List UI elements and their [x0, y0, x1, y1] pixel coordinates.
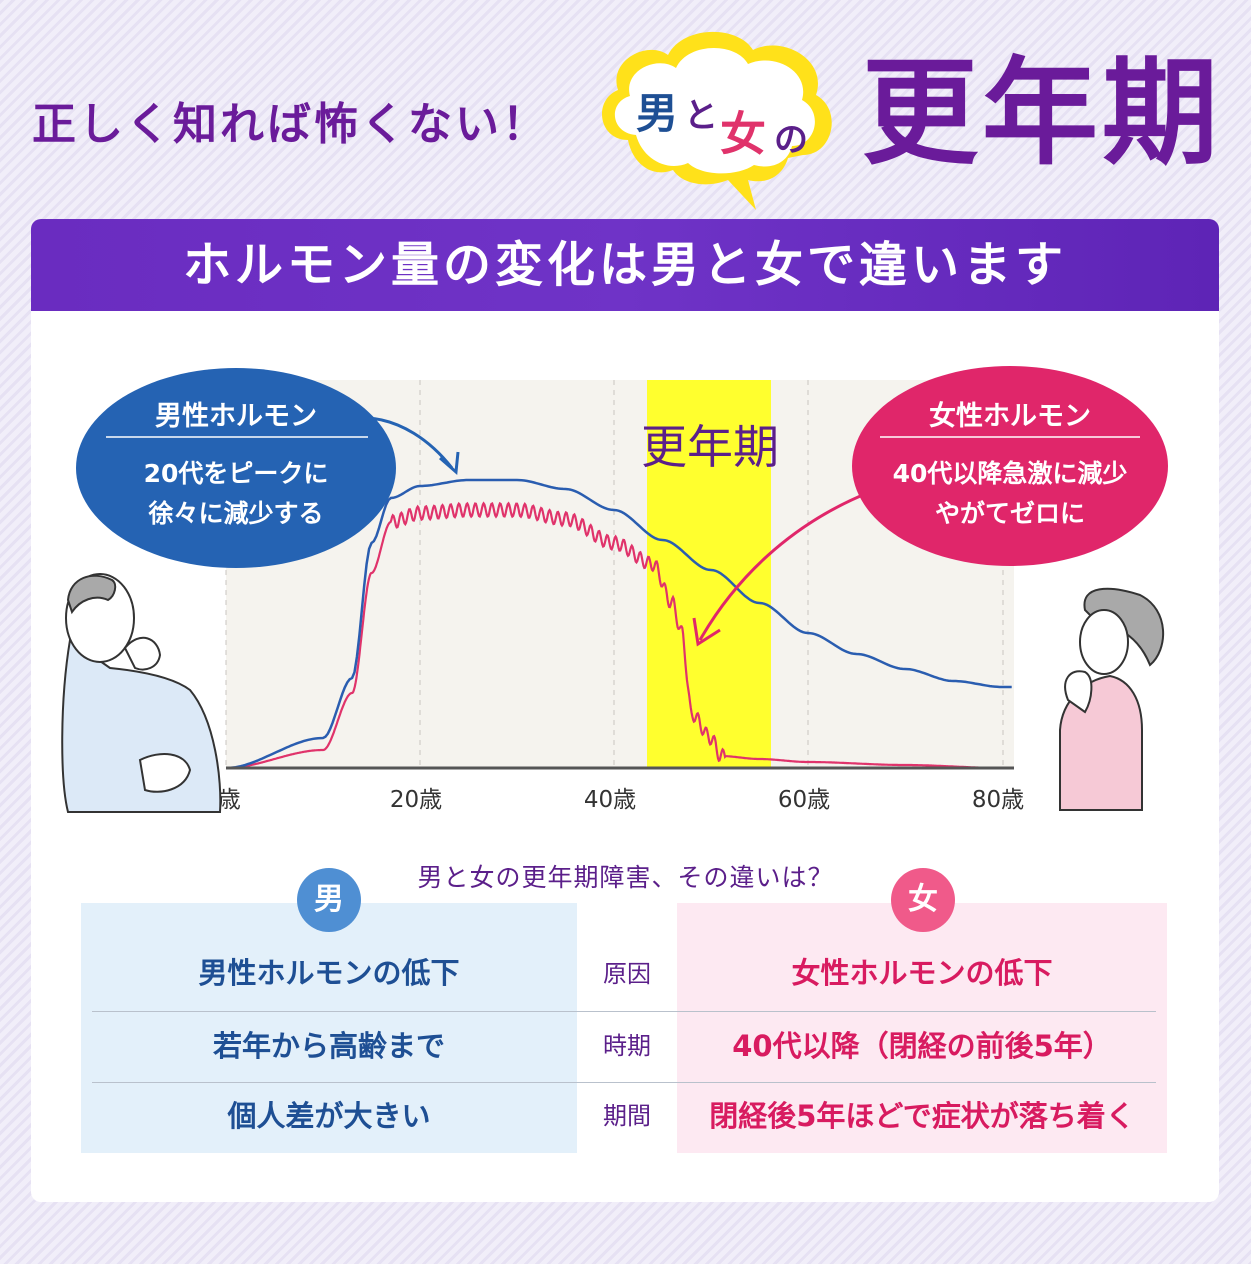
male-bubble: 男性ホルモン 20代をピークに 徐々に減少する — [76, 368, 396, 568]
cloud-word-no: の — [774, 120, 808, 160]
female-bubble-title: 女性ホルモン — [929, 400, 1091, 432]
female-duration: 閉経後5年ほどで症状が落ち着く — [709, 1099, 1135, 1133]
female-badge: 女 — [891, 868, 955, 932]
page-title: 更年期 — [862, 46, 1222, 181]
male-bubble-title: 男性ホルモン — [155, 401, 317, 432]
subtitle: 正しく知れば怖くない！ — [32, 99, 549, 150]
female-arrow — [698, 490, 871, 641]
male-timing: 若年から高齢まで — [212, 1029, 445, 1063]
x-tick-20: 20歳 — [390, 787, 442, 813]
cloud-word-otoko: 男 — [636, 89, 679, 138]
female-cause: 女性ホルモンの低下 — [791, 956, 1053, 990]
male-bubble-line2: 徐々に減少する — [147, 499, 323, 528]
x-tick-40: 40歳 — [584, 787, 636, 813]
female-bubble: 女性ホルモン 40代以降急激に減少 やがてゼロに — [852, 366, 1168, 566]
cloud-title: 男 と 女 の — [622, 80, 822, 161]
cloud-word-to: と — [684, 96, 718, 136]
row-label-duration: 期間 — [603, 1102, 651, 1130]
row-divider — [92, 1011, 1156, 1012]
female-bubble-line2: やがてゼロに — [935, 499, 1085, 528]
x-tick-80: 80歳 — [972, 787, 1024, 813]
male-cause: 男性ホルモンの低下 — [198, 956, 460, 990]
row-divider — [92, 1082, 1156, 1083]
x-tick-60: 60歳 — [778, 787, 830, 813]
male-column — [81, 903, 577, 1153]
female-hormone-line — [226, 501, 1012, 770]
comparison-title: 男と女の更年期障害、その違いは？ — [417, 863, 834, 892]
female-arrow-head — [692, 617, 721, 647]
male-badge: 男 — [297, 868, 361, 932]
woman-illustration — [1059, 587, 1164, 811]
male-hormone-line — [225, 478, 1012, 770]
cloud-word-onna: 女 — [720, 107, 766, 161]
man-illustration — [61, 573, 222, 813]
banner-text: ホルモン量の変化は男と女で違います — [182, 237, 1067, 293]
female-timing: 40代以降（閉経の前後5年） — [732, 1029, 1112, 1063]
female-column — [677, 903, 1167, 1153]
male-duration: 個人差が大きい — [227, 1099, 431, 1133]
row-label-timing: 時期 — [603, 1032, 651, 1060]
male-bubble-line1: 20代をピークに — [144, 459, 329, 488]
speech-cloud — [601, 31, 832, 210]
male-arrow — [367, 416, 454, 469]
menopause-label: 更年期 — [641, 420, 779, 474]
row-label-cause: 原因 — [603, 960, 651, 988]
female-bubble-line1: 40代以降急激に減少 — [893, 459, 1128, 488]
male-arrow-head — [439, 451, 460, 476]
banner — [31, 219, 1219, 311]
